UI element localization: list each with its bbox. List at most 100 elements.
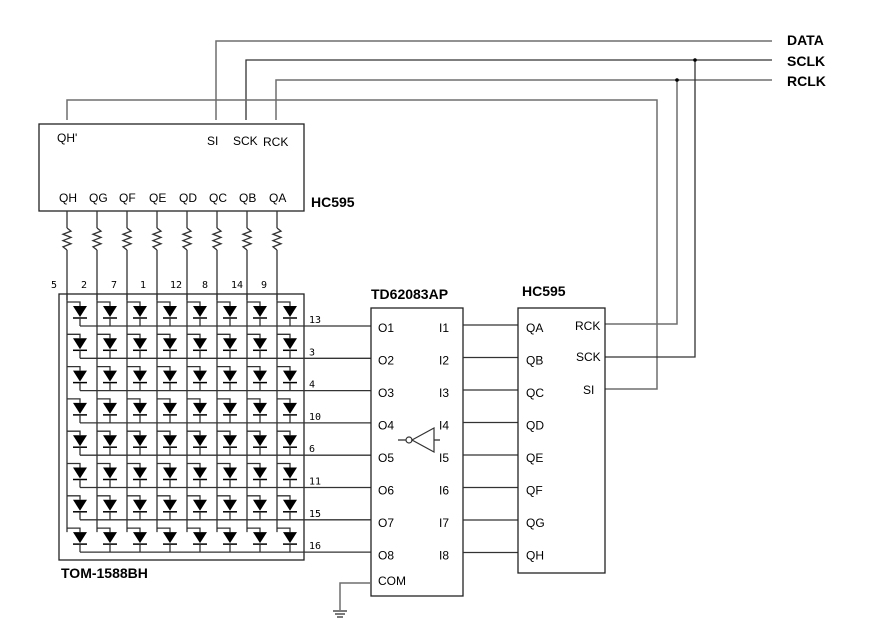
led-anode-wire	[217, 527, 231, 533]
led-anode-wire	[217, 430, 231, 436]
right-hc595-label: HC595	[522, 283, 566, 299]
row-pin-label: 4	[309, 380, 315, 391]
led-icon	[133, 467, 147, 479]
led-icon	[193, 370, 207, 382]
led-anode-wire	[127, 527, 141, 533]
resistor-icon	[241, 227, 253, 251]
signal-label-sclk: SCLK	[787, 53, 825, 69]
com-wire	[339, 582, 371, 610]
pin-qb-right: QB	[526, 354, 543, 368]
pin-i2: I2	[439, 354, 449, 368]
led-anode-wire	[67, 527, 81, 533]
led-anode-wire	[157, 462, 171, 468]
led-icon	[283, 306, 297, 317]
pin-qe: QE	[149, 191, 166, 205]
pin-i6: I6	[439, 484, 449, 498]
led-icon	[163, 467, 177, 479]
led-icon	[163, 338, 177, 350]
led-anode-wire	[187, 333, 201, 339]
led-anode-wire	[187, 462, 201, 468]
ground-icon	[333, 610, 347, 618]
pin-i7: I7	[439, 516, 449, 530]
led-icon	[133, 306, 147, 317]
pin-sck: SCK	[233, 134, 258, 148]
led-icon	[253, 338, 267, 350]
led-icon	[103, 370, 117, 382]
led-icon	[283, 499, 297, 511]
pin-o3: O3	[378, 386, 394, 400]
led-anode-wire	[67, 462, 81, 468]
pin-qh-prime: QH'	[57, 131, 77, 145]
right-hc595-body	[517, 307, 606, 574]
pin-rck: RCK	[263, 135, 288, 149]
pin-si: SI	[207, 134, 218, 148]
led-anode-wire	[247, 333, 261, 339]
pin-qa-right: QA	[526, 321, 543, 335]
led-icon	[103, 499, 117, 511]
pin-i8: I8	[439, 549, 449, 563]
led-anode-wire	[217, 333, 231, 339]
led-icon	[73, 435, 87, 447]
row-pin-label: 11	[309, 477, 321, 488]
led-anode-wire	[157, 527, 171, 533]
led-icon	[223, 370, 237, 382]
led-anode-wire	[247, 430, 261, 436]
led-icon	[193, 402, 207, 414]
resistor-icon	[151, 227, 163, 251]
sclk-wire	[245, 59, 772, 120]
row-pin-label: 16	[309, 541, 321, 552]
led-anode-wire	[277, 527, 291, 533]
pin-qh-right: QH	[526, 549, 544, 563]
junction-dot	[675, 78, 679, 82]
driver-body	[370, 307, 464, 597]
led-icon	[253, 402, 267, 414]
led-icon	[283, 435, 297, 447]
data-wire	[215, 40, 772, 120]
resistor-icon	[181, 227, 193, 251]
led-anode-wire	[157, 365, 171, 371]
column-pin-label: 1	[140, 280, 146, 291]
led-icon	[163, 532, 177, 544]
led-anode-wire	[187, 398, 201, 403]
pin-o2: O2	[378, 354, 394, 368]
led-icon	[103, 467, 117, 479]
led-icon	[73, 338, 87, 350]
column-pin-label: 7	[111, 280, 117, 291]
led-icon	[133, 338, 147, 350]
led-anode-wire	[247, 462, 261, 468]
led-anode-wire	[187, 495, 201, 500]
pin-i3: I3	[439, 386, 449, 400]
led-icon	[73, 306, 87, 317]
led-icon	[73, 467, 87, 479]
rclk-wire	[275, 79, 772, 120]
junction-dot	[693, 58, 697, 62]
pin-qf-right: QF	[526, 484, 543, 498]
led-icon	[253, 435, 267, 447]
pin-qb: QB	[239, 191, 256, 205]
led-icon	[253, 370, 267, 382]
led-anode-wire	[247, 365, 261, 371]
signal-label-data: DATA	[787, 32, 824, 48]
pin-o1: O1	[378, 321, 394, 335]
led-anode-wire	[127, 333, 141, 339]
led-icon	[223, 467, 237, 479]
pin-o4: O4	[378, 419, 394, 433]
led-anode-wire	[217, 462, 231, 468]
led-icon	[133, 532, 147, 544]
pin-i1: I1	[439, 321, 449, 335]
matrix-body	[58, 293, 305, 561]
led-icon	[223, 338, 237, 350]
pin-qf: QF	[119, 191, 136, 205]
led-icon	[103, 402, 117, 414]
pin-sck-right: SCK	[576, 350, 601, 364]
pin-qc: QC	[209, 191, 227, 205]
row-pin-label: 13	[309, 315, 321, 326]
led-icon	[193, 338, 207, 350]
matrix-label: TOM-1588BH	[61, 565, 148, 581]
led-icon	[223, 402, 237, 414]
sclk-branch-wire	[605, 60, 696, 358]
